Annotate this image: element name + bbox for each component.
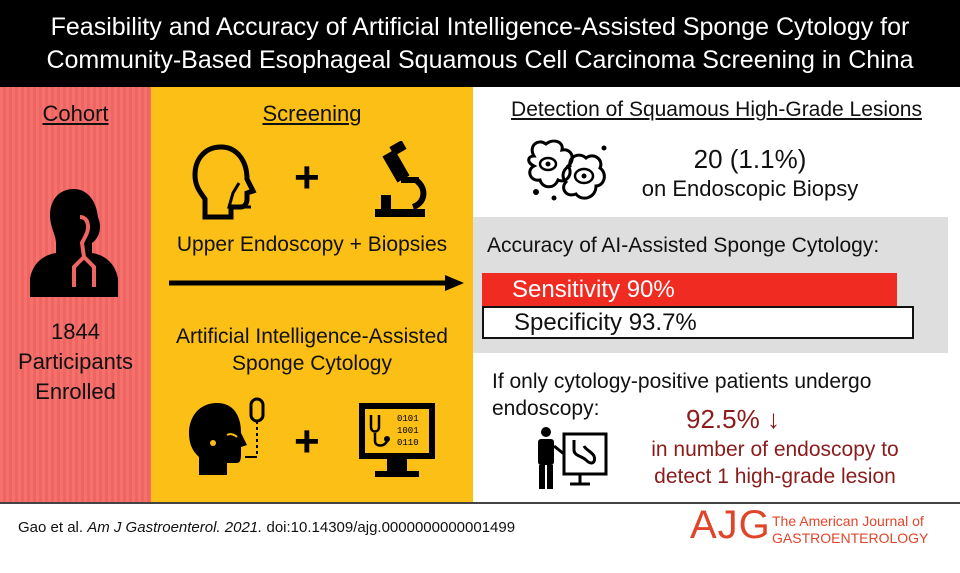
screening-heading: Screening [262, 101, 362, 126]
cohort-enrolled: Enrolled [35, 379, 116, 404]
reduction-desc: in number of endoscopy to detect 1 high-… [630, 436, 920, 490]
detection-subtext: on Endoscopic Biopsy [641, 176, 859, 201]
specificity-bar: Specificity 93.7% [482, 306, 914, 339]
citation-doi: doi:10.14309/ajg.0000000000001499 [262, 519, 516, 536]
ai-label-line-2: Sponge Cytology [232, 352, 392, 375]
plus-sign-bottom: + [294, 417, 320, 466]
svg-text:1001: 1001 [397, 426, 419, 436]
title-line-2: Community-Based Esophageal Squamous Cell… [46, 45, 914, 74]
cohort-count: 1844 [51, 319, 100, 344]
head-sponge-icon [189, 397, 265, 475]
svg-text:0110: 0110 [397, 438, 419, 448]
ajg-logo-text: The American Journal of GASTROENTEROLOGY [772, 513, 928, 547]
accuracy-heading: Accuracy of AI-Assisted Sponge Cytology: [487, 234, 880, 257]
svg-text:0101: 0101 [397, 414, 419, 424]
microscope-icon [375, 141, 427, 217]
title-line-1: Feasibility and Accuracy of Artificial I… [50, 12, 910, 41]
title-banner: Feasibility and Accuracy of Artificial I… [0, 0, 960, 87]
ajg-logo-line-2: GASTROENTEROLOGY [772, 530, 929, 546]
plus-sign-top: + [294, 153, 320, 202]
reduction-desc-line-1: in number of endoscopy to [651, 438, 899, 461]
detection-heading: Detection of Squamous High-Grade Lesions [511, 98, 922, 121]
citation: Gao et al. Am J Gastroenterol. 2021. doi… [18, 519, 515, 536]
sensitivity-bar: Sensitivity 90% [482, 273, 897, 306]
reduction-text-line-2: endoscopy: [492, 397, 600, 420]
ajg-logo-letters: AJG [690, 503, 771, 547]
cohort-count-block: 1844 Participants Enrolled [0, 317, 151, 407]
citation-authors: Gao et al. [18, 519, 88, 536]
cohort-participants: Participants [18, 349, 133, 374]
endoscopy-label: Upper Endoscopy + Biopsies [176, 233, 448, 256]
cells-icon [527, 139, 607, 201]
citation-journal: Am J Gastroenterol. 2021. [87, 519, 263, 536]
ai-computer-icon: 0101 1001 0110 [359, 403, 435, 477]
footer-divider [0, 502, 960, 504]
screening-panel: Screening + Upper Endoscopy + Biopsies A… [151, 87, 473, 502]
reduction-desc-line-2: detect 1 high-grade lesion [654, 465, 896, 488]
detection-value: 20 (1.1%) [693, 144, 807, 174]
reduction-value: 92.5% ↓ [686, 404, 780, 434]
head-endoscope-icon [192, 144, 257, 220]
patient-monitor-icon [538, 427, 608, 489]
ai-cytology-label: Artificial Intelligence-Assisted Sponge … [151, 323, 473, 377]
cohort-panel: Cohort 1844 Participants Enrolled [0, 87, 151, 502]
ajg-logo-line-1: The American Journal of [772, 513, 924, 529]
right-arrow-icon [169, 275, 464, 291]
reduction-text: If only cytology-positive patients under… [492, 368, 871, 422]
cohort-heading: Cohort [42, 101, 109, 126]
person-respiratory-icon [30, 189, 118, 297]
ai-label-line-1: Artificial Intelligence-Assisted [176, 325, 448, 348]
reduction-text-line-1: If only cytology-positive patients under… [492, 370, 872, 393]
